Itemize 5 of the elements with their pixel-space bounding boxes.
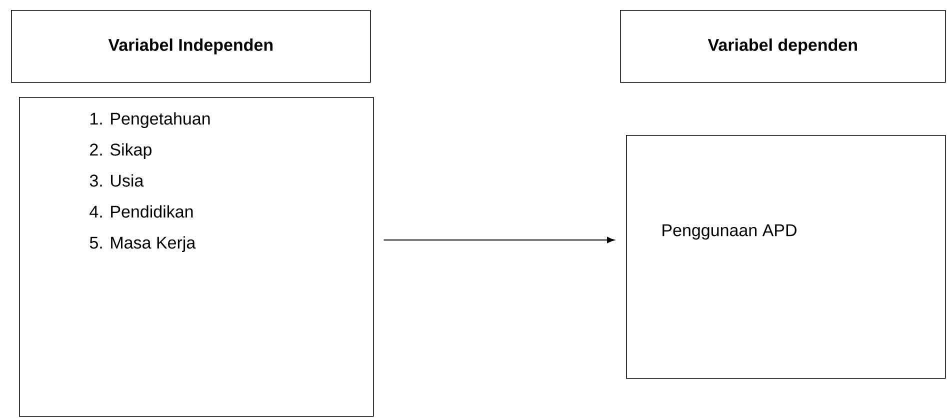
header-box: Variabel Independen xyxy=(11,10,371,83)
outcome-box: Penggunaan APD xyxy=(626,135,946,379)
header-box: Variabel dependen xyxy=(620,10,946,83)
arrow xyxy=(383,236,615,244)
list-box: 1. Pengetahuan 2. Sikap 3. Usia 4. Pendidikan 5. Masa Kerja xyxy=(19,97,374,417)
